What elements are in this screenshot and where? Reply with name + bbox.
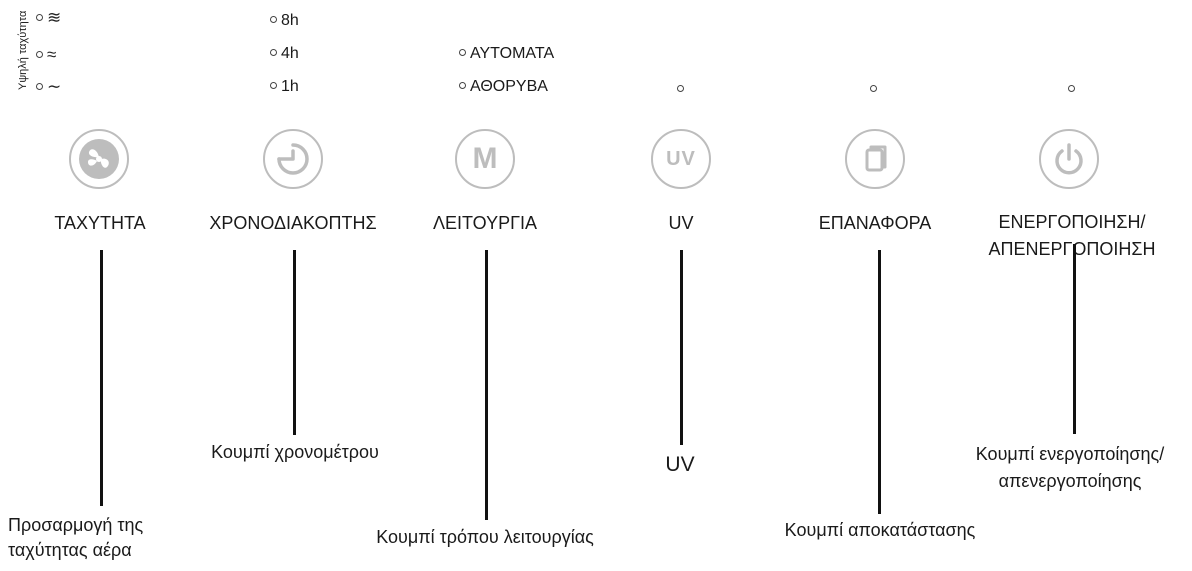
mode-leader-line — [485, 250, 488, 520]
reset-icon — [865, 145, 887, 172]
indicator-light — [36, 83, 43, 91]
mode-button[interactable]: M — [455, 129, 515, 189]
indicator-light — [270, 82, 277, 90]
mode-indicator-silent: ΑΘΟΡΥΒΑ — [459, 78, 548, 96]
power-icon — [1055, 143, 1083, 175]
timer-level-label: 1h — [281, 78, 299, 95]
uv-leader-line — [680, 250, 683, 445]
indicator-light — [270, 49, 277, 57]
timer-icon — [277, 143, 309, 175]
indicator-light — [459, 82, 466, 90]
mode-level-label: ΑΥΤΟΜΑΤΑ — [470, 45, 555, 62]
mode-button-label: ΛΕΙΤΟΥΡΓΙΑ — [432, 213, 538, 233]
power-caption: Κουμπί ενεργοποίησης/ απενεργοποίησης — [975, 444, 1165, 491]
uv-button[interactable]: UV — [651, 129, 711, 189]
speed-leader-line — [100, 250, 103, 506]
reset-leader-line — [878, 250, 881, 514]
speed-button[interactable] — [69, 129, 129, 189]
speed-side-label: Υψηλή ταχύτητα — [17, 10, 29, 90]
speed-button-label: ΤΑΧΥΤΗΤΑ — [54, 213, 146, 233]
reset-indicator-light — [870, 85, 877, 92]
timer-indicator-4h: 4h — [270, 45, 299, 63]
indicator-light — [36, 51, 43, 59]
power-button[interactable] — [1039, 129, 1099, 189]
speed-indicator-high: ≋ — [36, 9, 61, 28]
reset-caption: Κουμπί αποκατάστασης — [784, 520, 976, 540]
fan-icon — [79, 139, 119, 179]
timer-indicator-1h: 1h — [270, 78, 299, 96]
timer-indicator-8h: 8h — [270, 12, 299, 30]
uv-button-label: UV — [668, 213, 694, 233]
low-speed-icon: ∼ — [47, 77, 62, 96]
indicator-light — [459, 49, 466, 57]
reset-button-label: ΕΠΑΝΑΦΟΡΑ — [818, 213, 932, 233]
mode-icon: M — [472, 142, 498, 175]
timer-button-label: ΧΡΟΝΟΔΙΑΚΟΠΤΗΣ — [209, 213, 377, 233]
speed-caption: Προσαρμογή της ταχύτητας αέρα — [8, 515, 144, 560]
indicator-light — [270, 16, 277, 24]
uv-caption: UV — [665, 453, 695, 476]
medium-speed-icon: ≈ — [47, 45, 57, 64]
uv-icon: UV — [666, 147, 696, 170]
timer-caption: Κουμπί χρονομέτρου — [211, 442, 379, 462]
timer-level-label: 4h — [281, 45, 299, 62]
mode-level-label: ΑΘΟΡΥΒΑ — [470, 78, 548, 95]
power-button-label: ΕΝΕΡΓΟΠΟΙΗΣΗ/ ΑΠΕΝΕΡΓΟΠΟΙΗΣΗ — [988, 212, 1156, 259]
timer-button[interactable] — [263, 129, 323, 189]
power-leader-line — [1073, 244, 1076, 434]
reset-button[interactable] — [845, 129, 905, 189]
high-speed-icon: ≋ — [47, 8, 62, 27]
uv-indicator-light — [677, 85, 684, 92]
mode-caption: Κουμπί τρόπου λειτουργίας — [376, 527, 594, 547]
indicator-light — [36, 14, 43, 22]
power-indicator-light — [1068, 85, 1075, 92]
mode-indicator-auto: ΑΥΤΟΜΑΤΑ — [459, 45, 554, 63]
speed-indicator-medium: ≈ — [36, 46, 56, 65]
timer-level-label: 8h — [281, 12, 299, 29]
timer-leader-line — [293, 250, 296, 435]
speed-indicator-low: ∼ — [36, 78, 61, 97]
